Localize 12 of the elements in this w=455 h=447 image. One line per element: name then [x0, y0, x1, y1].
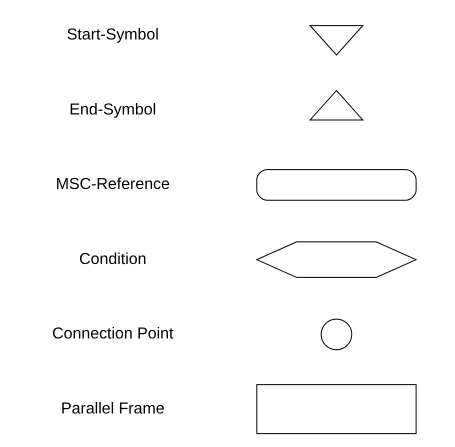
label: Connection Point	[52, 326, 173, 343]
node-box	[256, 169, 416, 201]
node-hexagon	[255, 241, 417, 278]
node-triangle	[308, 90, 364, 120]
label: Start-Symbol	[66, 26, 158, 44]
node-triangle	[308, 25, 364, 56]
node-circle	[320, 318, 352, 350]
label: Condition	[78, 250, 146, 268]
node-box	[256, 384, 416, 434]
label: End-Symbol	[68, 101, 156, 118]
label: MSC-Reference	[55, 176, 170, 194]
label: Parallel Frame	[60, 400, 164, 418]
